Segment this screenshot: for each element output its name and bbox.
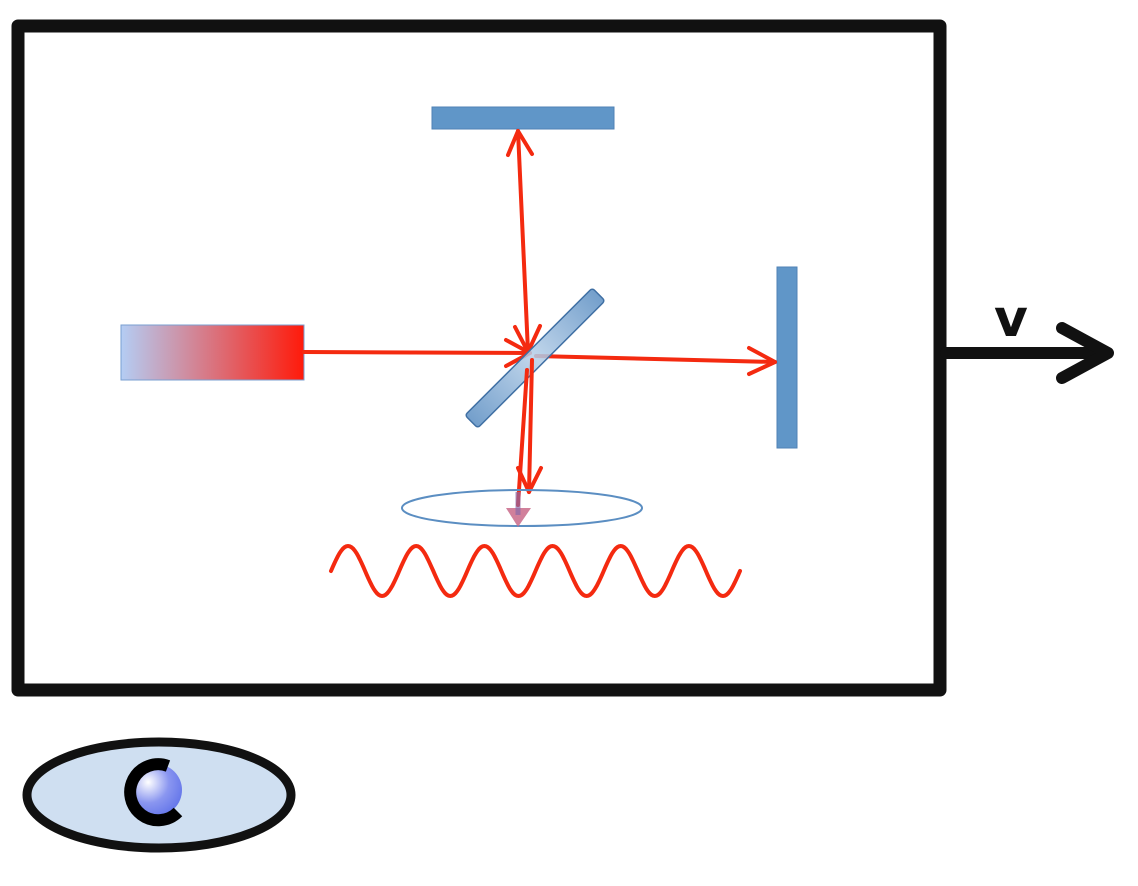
- velocity-label: v: [994, 289, 1028, 349]
- detector-arrow: [506, 492, 531, 527]
- output-beam: [516, 358, 543, 507]
- arrow-right-icon: [940, 322, 1114, 384]
- horizontal-arm-beam: [534, 346, 777, 376]
- beam-splitter: [465, 288, 605, 428]
- eye-icon: [22, 737, 296, 853]
- detector-lens: [401, 489, 643, 527]
- wave-icon: [329, 543, 742, 599]
- right-mirror: [776, 266, 798, 449]
- light-source: [120, 324, 305, 381]
- top-mirror: [431, 106, 615, 130]
